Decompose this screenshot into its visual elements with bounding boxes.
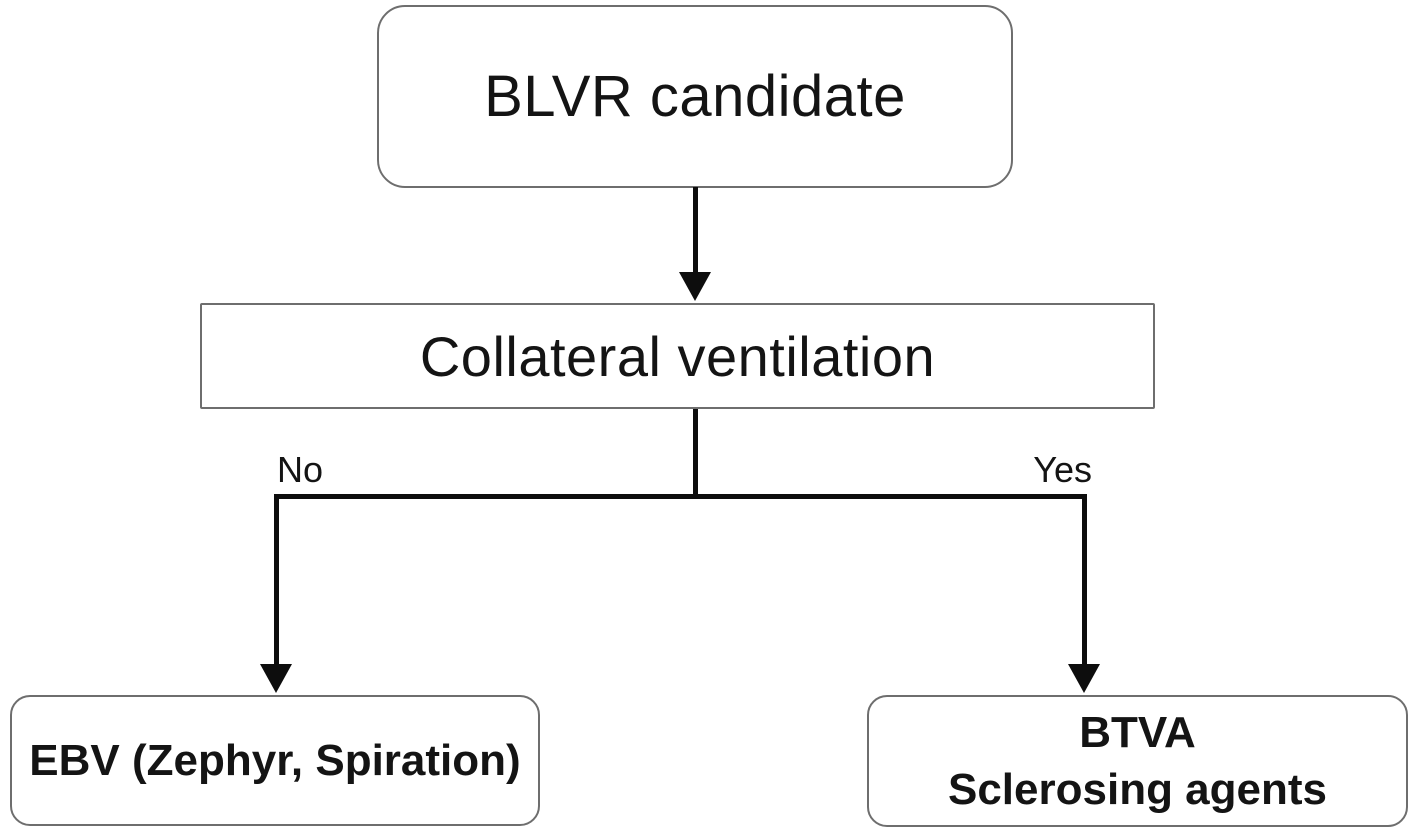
- edge-no-branch-line: [274, 494, 279, 666]
- arrow-down-icon: [679, 272, 711, 301]
- node-btva-outcome: BTVA Sclerosing agents: [867, 695, 1408, 827]
- node-collateral-ventilation: Collateral ventilation: [200, 303, 1155, 409]
- node-ebv-outcome-label: EBV (Zephyr, Spiration): [29, 735, 521, 785]
- branch-horizontal-line: [274, 494, 1087, 499]
- node-blvr-candidate: BLVR candidate: [377, 5, 1013, 188]
- edge-label-no: No: [277, 449, 324, 490]
- arrow-down-icon: [260, 664, 292, 693]
- edge-label-yes: Yes: [1033, 449, 1092, 490]
- node-btva-outcome-line2: Sclerosing agents: [947, 765, 1327, 814]
- edge-root-to-decision-line: [693, 187, 698, 273]
- node-btva-outcome-line1: BTVA: [1079, 707, 1196, 757]
- arrow-down-icon: [1068, 664, 1100, 693]
- node-ebv-outcome: EBV (Zephyr, Spiration): [10, 695, 540, 826]
- edge-yes-branch-line: [1082, 494, 1087, 666]
- node-blvr-candidate-label: BLVR candidate: [484, 64, 906, 129]
- edge-decision-stub-line: [693, 409, 698, 497]
- node-collateral-ventilation-label: Collateral ventilation: [419, 324, 936, 388]
